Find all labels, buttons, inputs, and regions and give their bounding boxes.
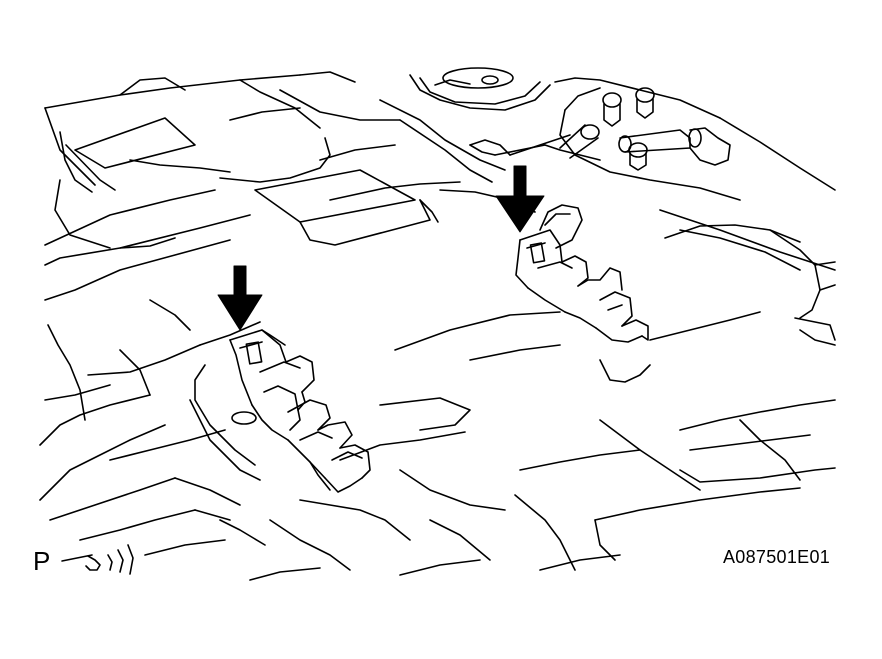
floor-panel-lines — [40, 72, 535, 540]
lower-floor-lines — [145, 312, 835, 580]
right-arrow — [496, 166, 544, 232]
view-direction-mark — [62, 545, 133, 574]
view-mark-label: P — [33, 546, 51, 576]
spare-tire-well — [410, 68, 835, 345]
left-wire-harness-clamp — [230, 330, 370, 492]
figure-id-label: A087501E01 — [723, 547, 831, 567]
left-arrow — [218, 266, 262, 330]
bolt-studs — [560, 88, 730, 170]
right-wire-harness-clamp — [516, 205, 648, 342]
